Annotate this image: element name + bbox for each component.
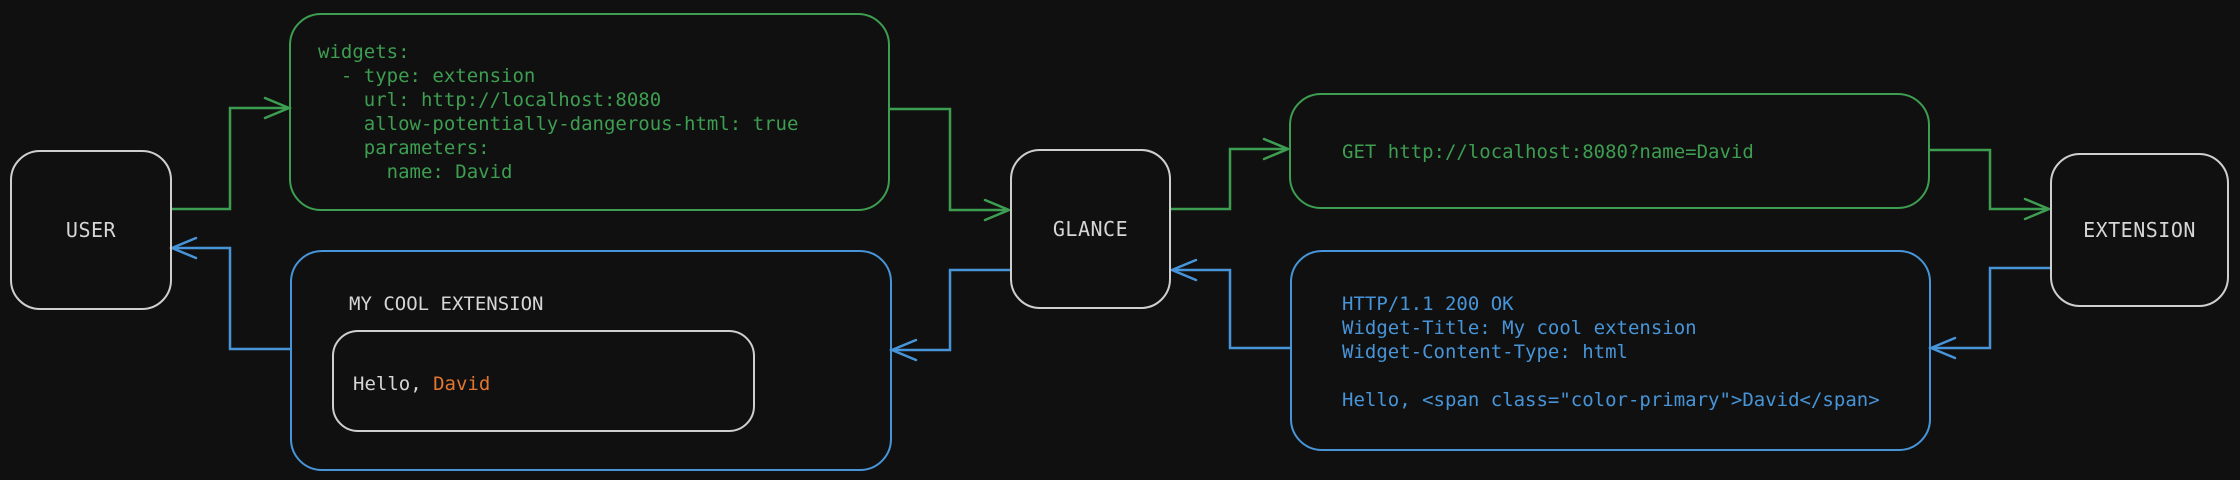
node-extension: EXTENSION (2050, 153, 2229, 307)
arrowhead-widget-to-user (168, 236, 198, 260)
node-glance: GLANCE (1010, 149, 1171, 309)
arrow-request-to-extension (1930, 148, 2047, 211)
arrow-glance-to-request (1171, 147, 1286, 211)
arrow-extension-to-response (1933, 266, 2050, 350)
node-user: USER (10, 150, 172, 310)
response-code: HTTP/1.1 200 OK Widget-Title: My cool ex… (1342, 293, 1880, 411)
node-extension-label: EXTENSION (2083, 218, 2196, 242)
config-code-box: widgets: - type: extension url: http://l… (289, 13, 890, 211)
widget-title: MY COOL EXTENSION (349, 293, 544, 315)
arrow-glance-to-widget (894, 268, 1010, 352)
request-code: GET http://localhost:8080?name=David (1342, 141, 1754, 163)
request-code-box: GET http://localhost:8080?name=David (1289, 93, 1930, 209)
widget-greeting: Hello, David (353, 372, 490, 396)
config-yaml-code: widgets: - type: extension url: http://l… (318, 41, 799, 183)
node-user-label: USER (65, 218, 117, 242)
arrowhead-glance-to-request (1262, 137, 1292, 161)
arrow-user-to-config (172, 106, 287, 211)
arrow-config-to-glance (890, 107, 1007, 212)
widget-preview-box: MY COOL EXTENSION Hello, David (290, 250, 892, 471)
arrowhead-config-to-glance (983, 198, 1013, 222)
arrowhead-glance-to-widget (888, 338, 918, 362)
arrowhead-request-to-extension (2023, 197, 2053, 221)
arrowhead-response-to-glance (1168, 258, 1198, 282)
greeting-prefix: Hello, (353, 373, 434, 395)
greeting-name: David (433, 373, 491, 395)
arrow-widget-to-user (174, 246, 291, 351)
arrowhead-extension-to-response (1927, 336, 1957, 360)
response-code-box: HTTP/1.1 200 OK Widget-Title: My cool ex… (1290, 250, 1931, 451)
arrow-response-to-glance (1174, 268, 1290, 350)
node-glance-label: GLANCE (1052, 217, 1129, 241)
widget-render-frame: Hello, David (332, 330, 755, 432)
